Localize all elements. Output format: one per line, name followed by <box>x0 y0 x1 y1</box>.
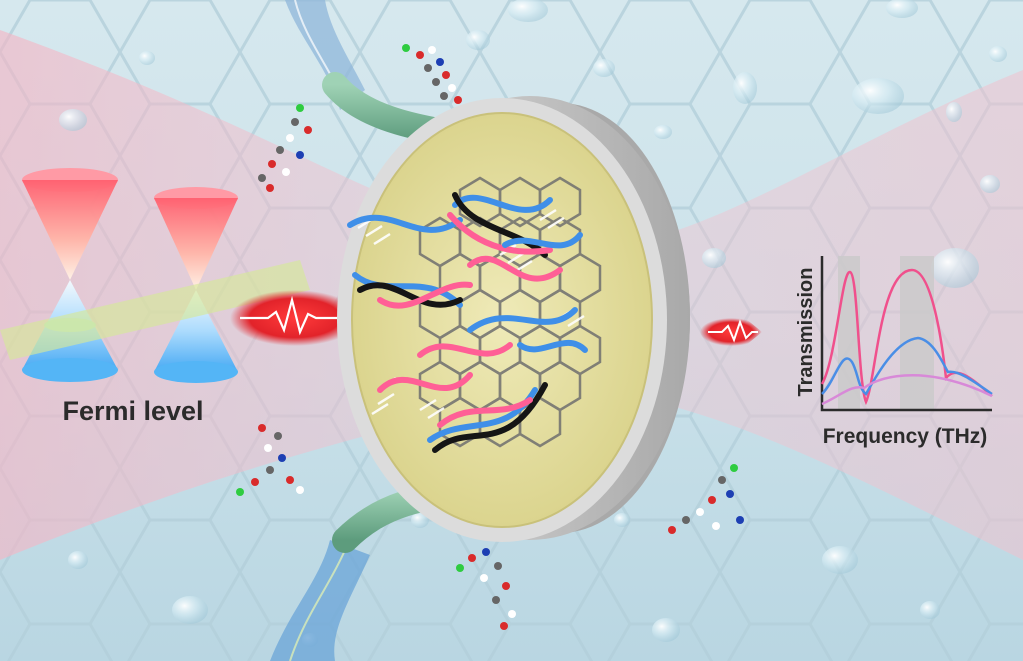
curve-light <box>821 374 993 406</box>
transmitted-thz-pulse-icon <box>700 318 762 346</box>
molecule-cluster-left <box>258 104 312 192</box>
fermi-level-label: Fermi level <box>62 396 203 426</box>
y-axis-label: Transmission <box>795 268 817 397</box>
x-axis-label: Frequency (THz) <box>823 425 988 448</box>
molecule-cluster-bottom-right <box>668 464 744 534</box>
transmission-spectrum-inset: Transmission Frequency (THz) <box>795 256 993 448</box>
outlet-water-stream <box>270 540 370 661</box>
molecule-cluster-top <box>402 44 462 104</box>
molecule-cluster-bottom-left <box>236 424 304 496</box>
water-droplets <box>59 0 1007 647</box>
resonance-band-2 <box>900 256 934 410</box>
curve-blue <box>821 336 993 396</box>
y-axis <box>820 256 992 412</box>
dna-strands <box>347 192 588 453</box>
curve-pink <box>820 268 993 406</box>
dirac-cone-right <box>154 187 238 383</box>
molecule-cluster-bottom-center <box>456 548 516 630</box>
fermi-level-plane <box>0 260 310 360</box>
